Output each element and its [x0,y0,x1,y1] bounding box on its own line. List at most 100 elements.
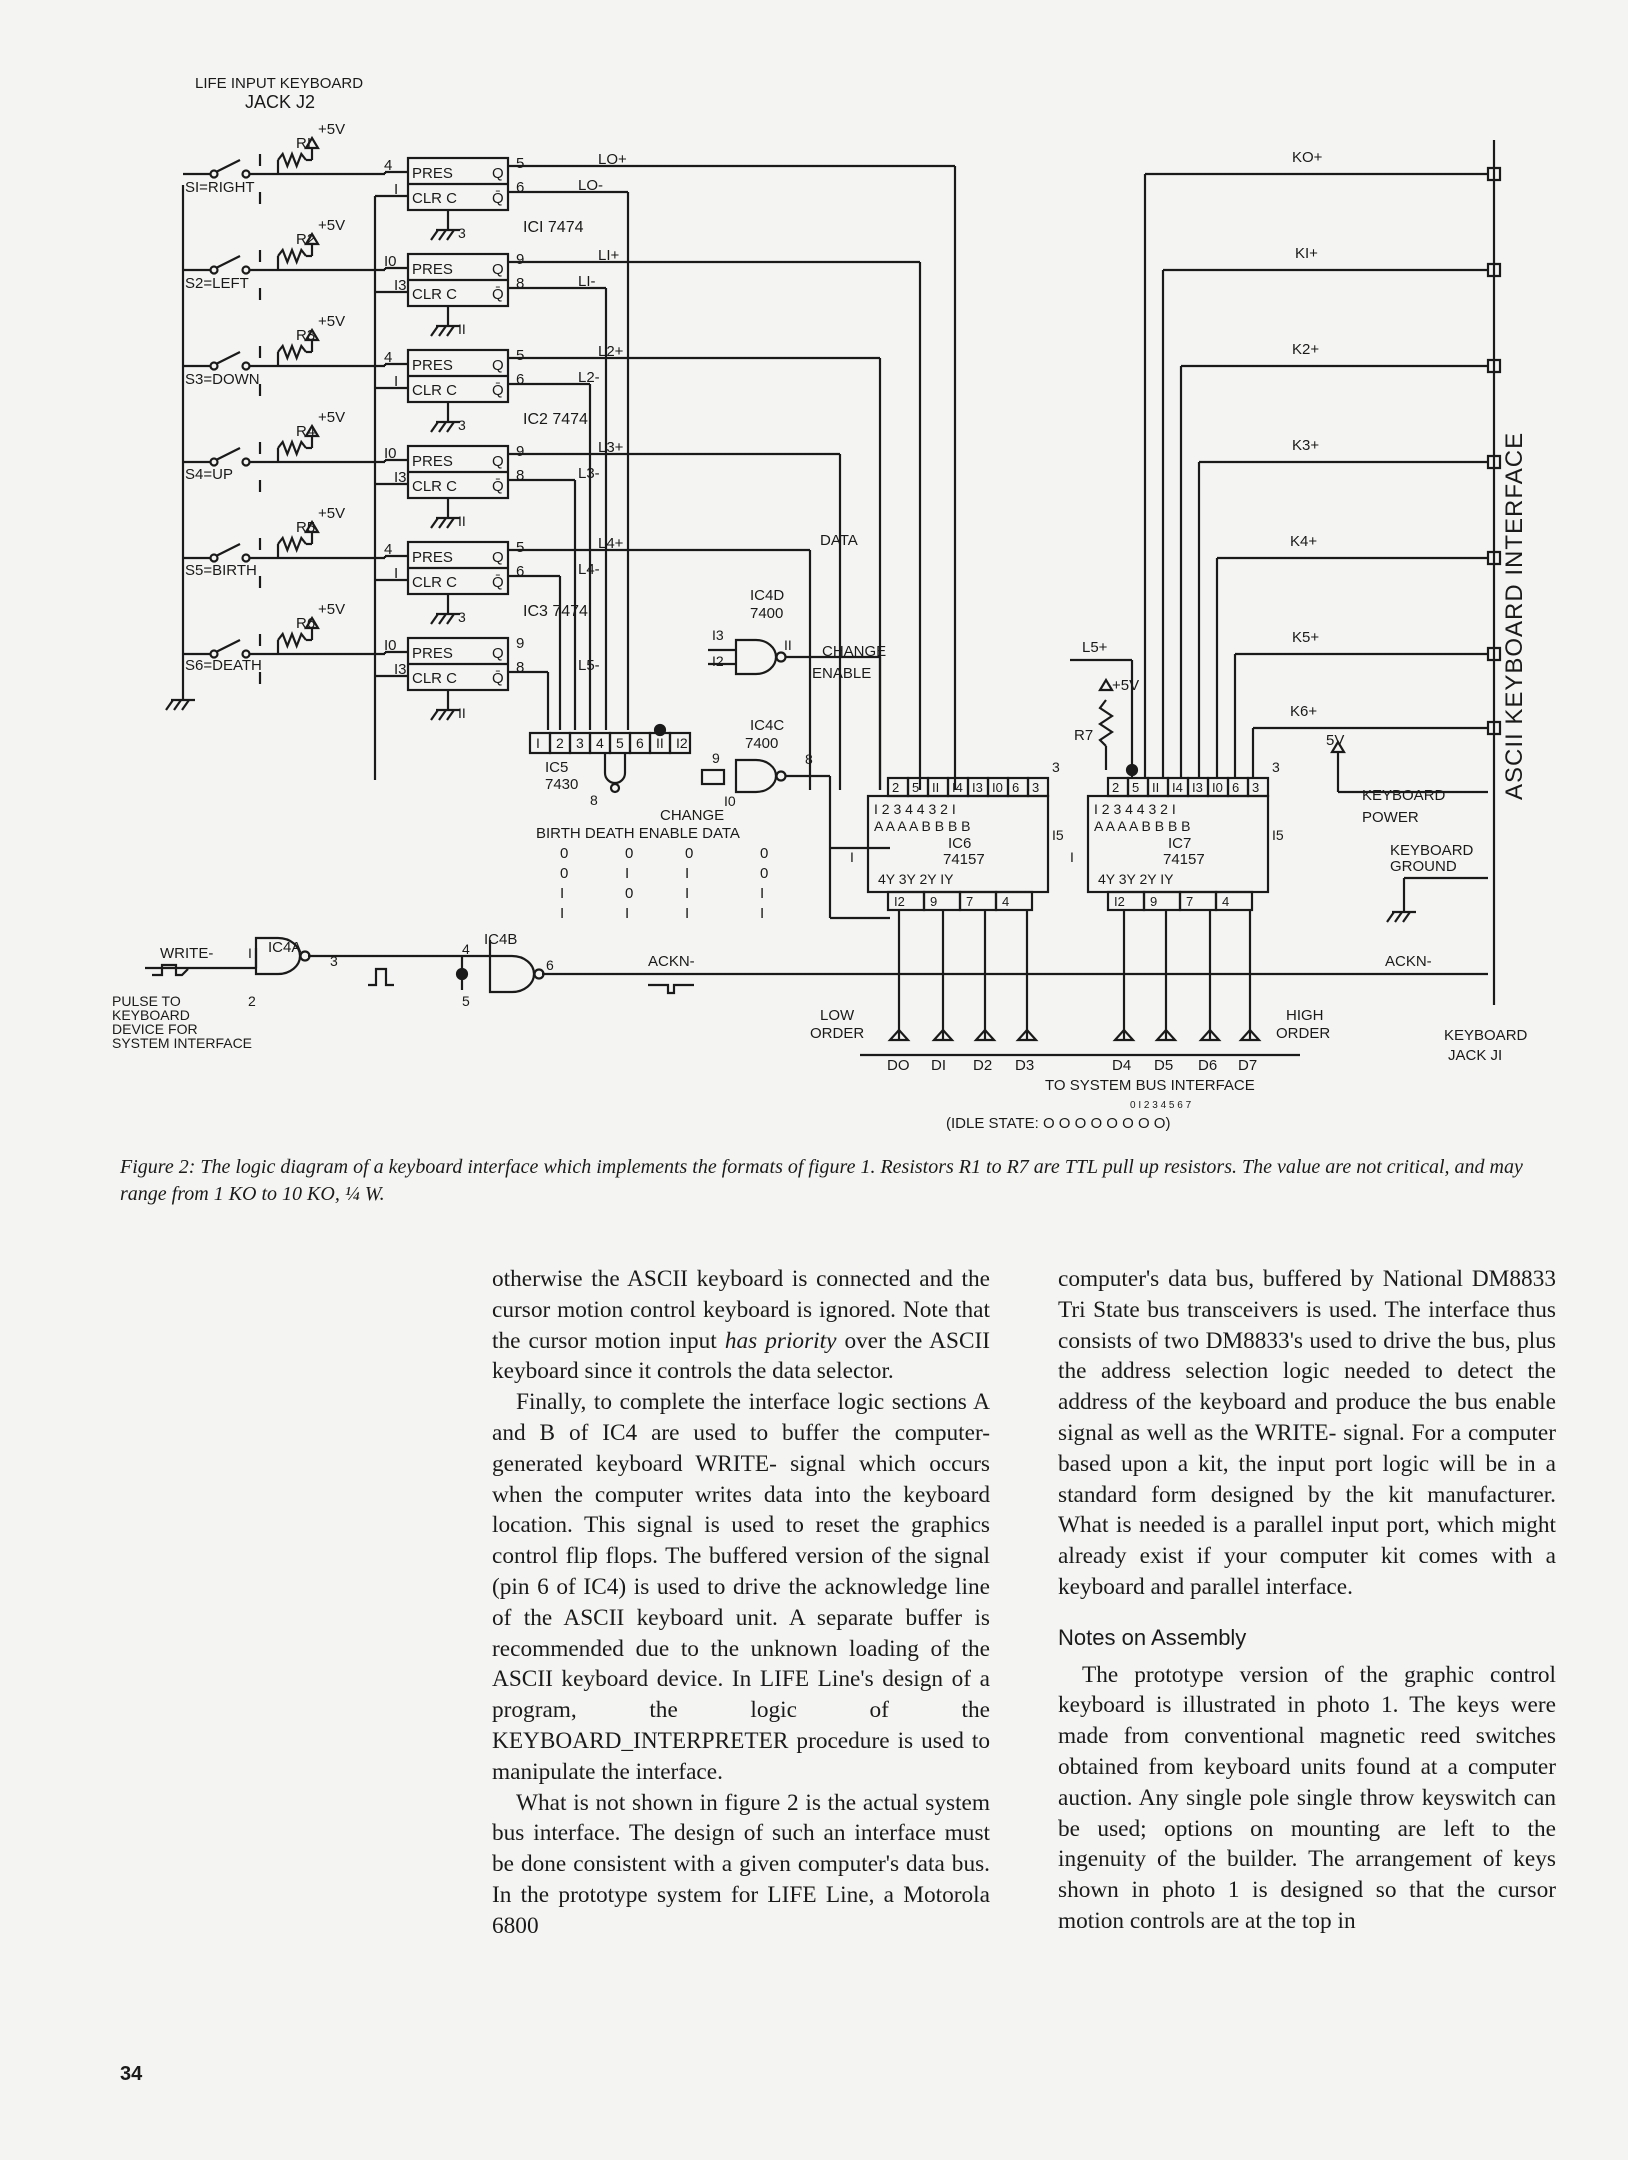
r7-label: R7 [1074,727,1093,744]
pin-number: 6 [516,371,524,388]
supply-arrow [1330,739,1346,754]
inverter-bubble [533,968,545,980]
pin-number: I3 [394,661,407,678]
pin-number: I [536,735,540,751]
switch-contact [209,649,219,659]
pin-number: 6 [1012,780,1019,795]
inverter-bubble [775,770,787,782]
k-label: KI+ [1295,245,1318,262]
mux-pin-cell [994,890,1034,912]
pin-number: 2 [892,780,899,795]
resistor-label: R5 [296,519,315,536]
truth-table-cell: I [625,865,629,882]
ic5-gate [603,753,627,785]
qbar-output-label: L5- [578,657,600,674]
pin-number: 3 [458,609,466,625]
supply-label: +5V [1112,677,1139,694]
pin-number: 5 [912,780,919,795]
data-bit-label: DO [887,1057,910,1074]
ascii-interface-label: ASCII KEYBOARD INTERFACE [1501,432,1528,800]
connector-pin [1486,646,1502,662]
ic4d-gate [734,638,778,676]
pin-number: 6 [546,957,554,973]
pin-number: 4 [384,541,392,558]
pin-number: I2 [894,894,905,909]
supply-arrow [304,135,320,150]
pin-number: 9 [1150,894,1157,909]
mux-output-label: 4Y 3Y 2Y IY [878,871,954,887]
right-column: computer's data bus, buffered by Nationa… [1058,1264,1556,1937]
ground-symbol [438,613,447,625]
switch-label: S5=BIRTH [185,562,257,579]
five-v-label: 5V [1326,732,1344,749]
clr-label: CLR C [412,574,457,591]
pin-number: 5 [1132,780,1139,795]
pin-number: 6 [516,563,524,580]
supply-arrow [304,615,320,630]
pres-label: PRES [412,549,453,566]
q-label: Q [492,549,504,566]
ic4c-gate [734,758,778,794]
keyboard-jack-j1-label: JACK JI [1448,1047,1502,1064]
switch-label: S4=UP [185,466,233,483]
qbar-label: Q̄ [492,478,504,495]
ground-symbol [446,709,455,721]
pres-label: PRES [412,357,453,374]
resistor-symbol [1098,699,1114,747]
qbar-output-label: L2- [578,369,600,386]
flip-flop-block [406,156,510,212]
k-label: K3+ [1292,437,1319,454]
pin-number: 3 [1032,780,1039,795]
flip-flop-block [406,348,510,404]
connector-pin [1486,720,1502,736]
ground-symbol [438,325,447,337]
bus-arrow [1198,1028,1222,1042]
pin-number: 5 [616,735,624,751]
ic4a-label: IC4A [268,939,301,956]
ic4c-input [700,768,726,786]
supply-label: +5V [318,409,345,426]
paragraph: What is not shown in figure 2 is the act… [492,1789,990,1939]
keyboard-jack-label: LIFE INPUT KEYBOARD [195,75,363,92]
section-heading: Notes on Assembly [1058,1624,1247,1650]
ground-symbol [438,229,447,241]
ic-label: IC2 7474 [523,411,588,428]
truth-table-cell: I [560,885,564,902]
ground-symbol [430,421,439,433]
qbar-label: Q̄ [492,574,504,591]
qbar-output-label: LO- [578,177,603,194]
pin-number: I0 [384,445,397,462]
ground-symbol [181,699,190,711]
switch-blade [215,543,241,557]
truth-table-cell: I [760,905,764,922]
flip-flop-block [406,540,510,596]
pin-number: 4 [596,735,604,751]
qbar-label: Q̄ [492,382,504,399]
resistor-symbol [277,630,307,650]
connector-pin [1486,262,1502,278]
resistor-symbol [277,342,307,362]
q-output-label: L2+ [598,343,624,360]
pin-number: II [458,705,466,721]
bus-arrow [1238,1028,1262,1042]
pin-number: 3 [1052,759,1060,775]
mux-name: IC6 [948,835,971,852]
ground-symbol [430,229,439,241]
truth-table-cell: I [625,905,629,922]
low-order-label: LOW [820,1007,855,1024]
mux-output-label: 4Y 3Y 2Y IY [1098,871,1174,887]
ground-symbol [446,325,455,337]
mux-part: 74157 [943,851,985,868]
pin-number: 6 [1232,780,1239,795]
q-label: Q [492,645,504,662]
paragraph: The prototype version of the graphic con… [1058,1661,1556,1934]
clr-label: CLR C [412,190,457,207]
pin-number: 2 [556,735,564,751]
connector-pin [1486,454,1502,470]
ic5-label: 7430 [545,776,578,793]
inverter-bubble [299,950,311,962]
data-bit-label: DI [931,1057,946,1074]
truth-table-header: BIRTH DEATH ENABLE DATA [536,825,740,842]
switch-label: S6=DEATH [185,657,262,674]
resistor-label: R4 [296,423,315,440]
